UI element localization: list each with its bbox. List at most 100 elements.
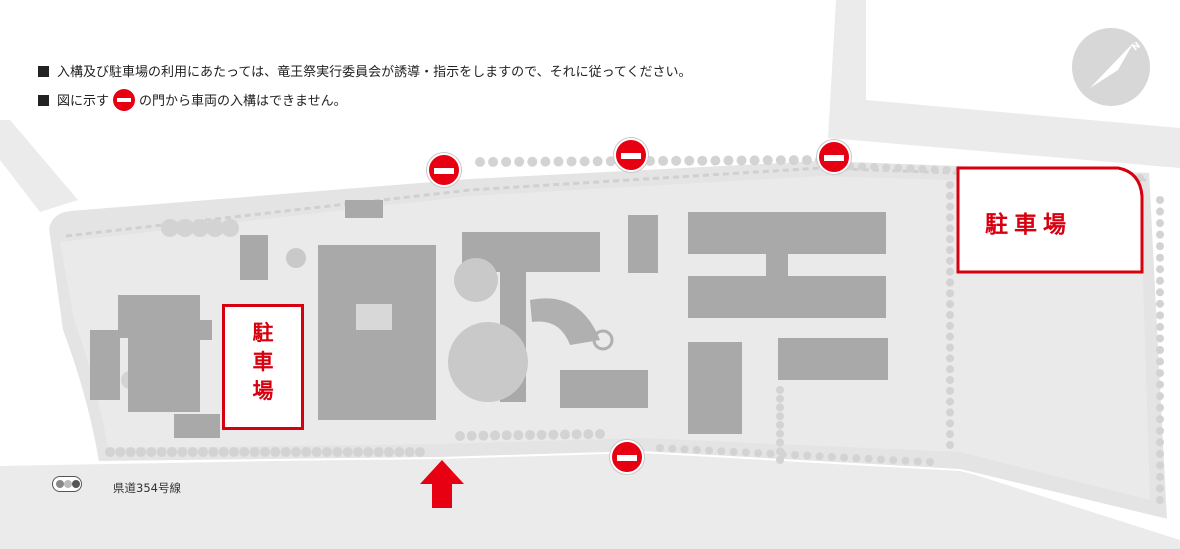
buildings	[90, 200, 888, 438]
tree	[946, 224, 954, 233]
tree	[455, 431, 465, 441]
tree	[1156, 334, 1164, 343]
tree	[776, 403, 784, 412]
tree	[1156, 392, 1164, 401]
no-entry-icon	[427, 153, 461, 187]
tree	[571, 429, 582, 440]
building-east-spine	[766, 212, 788, 318]
compass-needle	[1090, 42, 1134, 88]
tree	[766, 449, 775, 458]
tree	[595, 429, 605, 439]
tree	[671, 155, 682, 166]
notice-text-2a: 図に示す	[57, 94, 110, 109]
tree	[791, 451, 799, 459]
tree	[583, 429, 594, 440]
tree	[901, 456, 910, 465]
tree	[858, 162, 867, 171]
tree	[723, 155, 734, 166]
tree	[776, 438, 784, 447]
tree	[946, 397, 954, 406]
tree	[415, 447, 425, 457]
bullet-square-icon	[38, 95, 49, 106]
parking-char: 車	[252, 350, 274, 374]
tree	[946, 430, 954, 439]
tree	[946, 365, 954, 374]
tree	[1156, 496, 1164, 504]
tree	[514, 156, 525, 167]
tree	[332, 447, 343, 457]
parking-char: 場	[252, 379, 274, 403]
plaza-features	[286, 248, 614, 402]
tree	[1156, 242, 1164, 251]
building-sw	[174, 414, 220, 438]
tree	[1156, 265, 1164, 274]
tree	[1156, 219, 1164, 228]
tree	[206, 219, 224, 237]
round-plaza-west	[448, 322, 528, 402]
building-main-hall	[318, 245, 436, 420]
tree	[191, 219, 209, 237]
tree	[1156, 253, 1164, 262]
tree	[803, 451, 812, 460]
tree	[946, 408, 954, 417]
building-west-complex	[118, 295, 212, 412]
tree	[280, 447, 291, 457]
tree	[1156, 415, 1164, 424]
tree	[1156, 484, 1164, 493]
tree	[1156, 380, 1164, 389]
tree	[870, 163, 879, 171]
tree	[1156, 207, 1164, 216]
tree	[710, 155, 721, 166]
tree	[668, 444, 677, 453]
tree	[776, 394, 784, 403]
tree	[946, 354, 954, 363]
tree	[776, 421, 784, 429]
tree	[177, 447, 188, 457]
tree	[889, 456, 898, 465]
building-west-small	[90, 330, 120, 400]
tree	[527, 156, 538, 167]
tree	[946, 441, 954, 449]
tree	[198, 447, 208, 457]
tree	[946, 343, 954, 352]
tree	[466, 430, 477, 441]
tree	[1156, 322, 1164, 331]
tree	[946, 181, 954, 189]
tree	[560, 429, 570, 440]
tree	[161, 219, 179, 237]
no-entry-icon	[817, 140, 851, 174]
tree	[373, 447, 384, 457]
tree	[946, 191, 954, 200]
notice-line-2: 図に示す の門から車両の入構はできません。	[38, 89, 347, 111]
prefectural-road-354	[0, 452, 1180, 549]
building-main-hall-courtyard	[356, 304, 392, 330]
tree	[1156, 357, 1164, 366]
round-plaza-top	[454, 258, 498, 302]
building-east-block	[778, 338, 888, 380]
tree	[754, 449, 763, 458]
tree	[1156, 346, 1164, 354]
tree	[322, 447, 332, 457]
amphitheater	[530, 298, 600, 345]
no-entry-icon	[610, 440, 644, 474]
tree	[501, 156, 512, 167]
tree	[656, 444, 664, 452]
tree	[729, 447, 738, 456]
tree	[658, 155, 669, 166]
notice-text-2b: の門から車両の入構はできません。	[139, 94, 347, 109]
tree	[239, 447, 250, 457]
tree	[363, 447, 374, 457]
tree	[762, 155, 773, 166]
tree	[946, 256, 954, 265]
building-gym-west	[240, 235, 268, 280]
tree	[946, 376, 954, 384]
tree	[1156, 311, 1164, 320]
tree	[291, 447, 301, 457]
tree	[540, 156, 551, 167]
tree	[384, 447, 394, 457]
tree	[566, 156, 577, 167]
tree	[1156, 472, 1164, 481]
tree	[697, 155, 708, 166]
tree	[946, 235, 954, 244]
tree	[301, 447, 312, 457]
